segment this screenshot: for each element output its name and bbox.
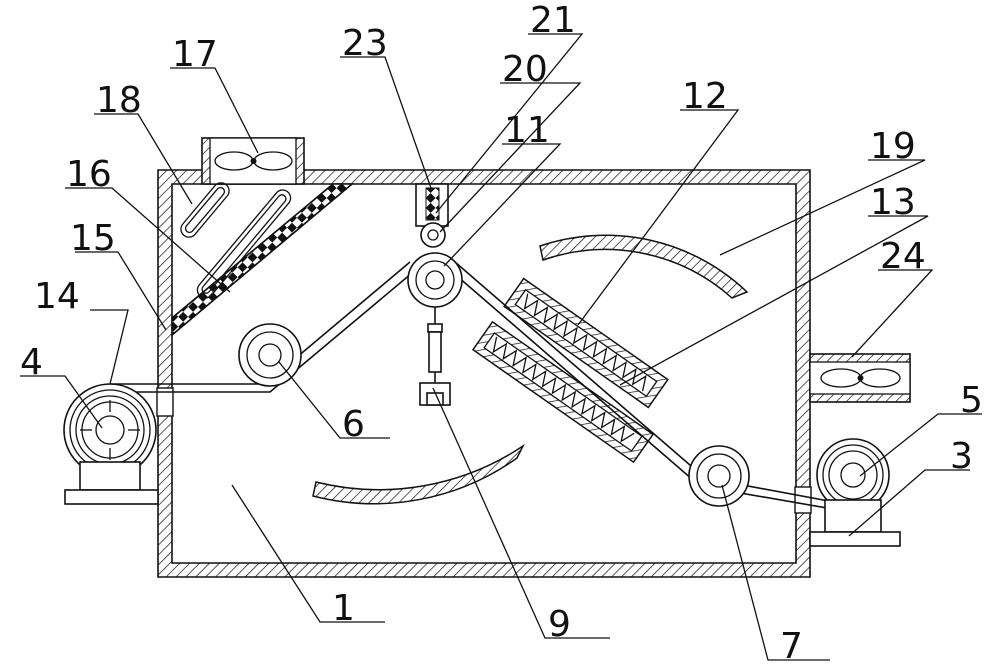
label-20: 20 [502,49,548,90]
side-fan [809,353,911,403]
label-21: 21 [530,0,576,41]
label-24: 24 [880,236,926,277]
rewind-roll [809,438,901,547]
filter-plate [171,183,354,337]
label-6: 6 [342,404,365,445]
heater-plate-upper [503,277,669,409]
label-3: 3 [950,436,973,477]
heating-tubes [180,182,292,299]
heater-plate-lower [471,320,655,464]
leader-lines [20,33,982,661]
label-19: 19 [870,126,916,167]
label-7: 7 [780,626,803,667]
label-15: 15 [70,218,116,259]
label-5: 5 [960,380,983,421]
roller-11 [407,252,463,308]
main-housing [156,169,812,578]
top-fan [201,137,305,185]
label-17: 17 [172,34,218,75]
part-labels: 4 14 15 16 18 17 23 21 20 11 12 19 13 24… [20,0,983,667]
label-14: 14 [34,276,80,317]
label-9: 9 [548,604,571,645]
label-4: 4 [20,342,43,383]
clamp-rod [419,307,451,406]
label-1: 1 [332,588,355,629]
label-23: 23 [342,23,388,64]
roller-7 [688,445,750,507]
label-16: 16 [66,154,112,195]
tension-cylinder [415,183,449,248]
label-13: 13 [870,182,916,223]
label-12: 12 [682,76,728,117]
label-18: 18 [96,80,142,121]
label-11: 11 [504,110,550,151]
unwind-roll [63,383,159,505]
roller-6 [238,323,302,387]
curved-baffles [312,234,749,505]
